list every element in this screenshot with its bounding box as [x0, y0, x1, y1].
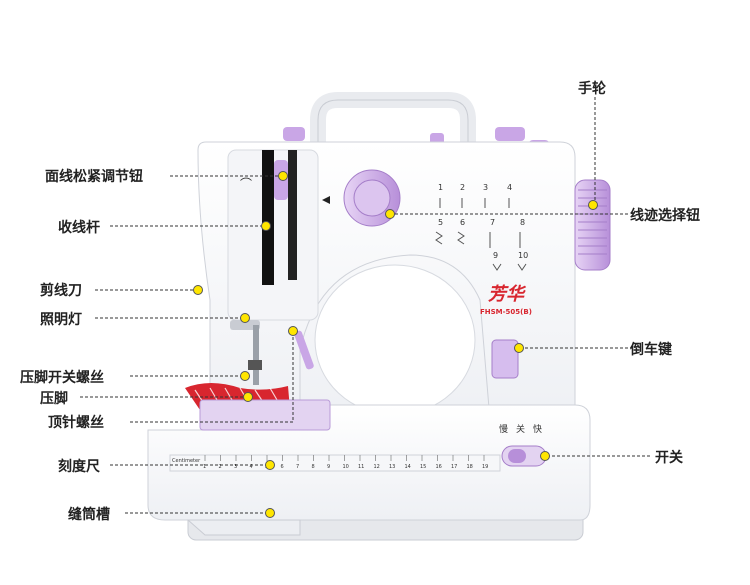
power-switch-knob[interactable] — [508, 449, 526, 463]
ruler-tick-label: 19 — [482, 464, 488, 470]
ruler-tick-label: 1 — [203, 464, 206, 470]
speed-label-off: 关 — [516, 423, 525, 435]
ruler-caption: Centimeter — [172, 458, 201, 464]
model-number: FHSM-505(B) — [480, 308, 532, 316]
arm-opening — [314, 264, 476, 416]
presser-lever[interactable] — [293, 330, 314, 370]
callout-lines — [80, 97, 650, 514]
needle-bar — [253, 325, 259, 385]
ruler-tick-label: 10 — [343, 464, 349, 470]
callout-dot-presser-switch-screw — [240, 371, 250, 381]
ruler-tick-label: 7 — [296, 464, 299, 470]
stitch-num-5: 5 — [438, 218, 443, 227]
callout-dot-light — [240, 313, 250, 323]
ruler-tick-label: 4 — [250, 464, 253, 470]
ruler-tick-label: 18 — [467, 464, 473, 470]
label-stitch-selector: 线迹选择钮 — [630, 208, 700, 224]
ruler-ticks: 12345678910111213141516171819 — [203, 455, 488, 470]
stitch-num-9: 9 — [493, 251, 498, 260]
ruler-tick-label: 2 — [219, 464, 222, 470]
label-needle-screw: 顶针螺丝 — [48, 415, 104, 431]
ruler-tick-label: 16 — [436, 464, 442, 470]
ruler-tick-label: 9 — [327, 464, 330, 470]
callout-dot-needle-screw — [288, 326, 298, 336]
ruler-tick-label: 14 — [405, 464, 411, 470]
callout-dot-presser-foot — [243, 392, 253, 402]
label-handwheel: 手轮 — [578, 81, 606, 97]
svg-text:⌒: ⌒ — [240, 177, 252, 191]
needle-bar-housing — [230, 320, 260, 330]
ruler-tick-label: 8 — [312, 464, 315, 470]
ruler-tick-label: 12 — [374, 464, 380, 470]
label-thread-cutter: 剪线刀 — [40, 283, 82, 299]
ruler-tick-label: 3 — [234, 464, 237, 470]
ruler-tick-label: 6 — [281, 464, 284, 470]
label-ruler: 刻度尺 — [58, 459, 100, 475]
label-power-switch: 开关 — [655, 450, 683, 466]
ruler-tick-label: 13 — [389, 464, 395, 470]
reverse-key[interactable] — [491, 339, 519, 379]
label-presser-switch-screw: 压脚开关螺丝 — [20, 370, 104, 386]
stitch-num-6: 6 — [460, 218, 465, 227]
ruler-tick-label: 17 — [451, 464, 457, 470]
brand-logo: 芳华 — [488, 284, 527, 305]
stitch-num-4: 4 — [507, 183, 512, 192]
stitch-num-1: 1 — [438, 183, 443, 192]
label-take-up-lever: 收线杆 — [58, 220, 100, 236]
stitch-num-3: 3 — [483, 183, 488, 192]
callout-dot-ruler — [265, 460, 275, 470]
handwheel[interactable] — [574, 179, 611, 271]
stitch-num-10: 10 — [518, 251, 528, 260]
label-presser-foot: 压脚 — [40, 391, 68, 407]
label-bobbin-slot: 缝筒槽 — [68, 507, 110, 523]
label-light: 照明灯 — [40, 312, 82, 328]
ruler-tick-label: 15 — [420, 464, 426, 470]
ruler — [169, 454, 501, 472]
label-reverse-key: 倒车键 — [630, 342, 672, 358]
bobbin-slot[interactable] — [186, 519, 301, 536]
needle-plate — [199, 399, 331, 431]
callout-dot-thread-cutter — [193, 285, 203, 295]
callout-dot-bobbin-slot — [265, 508, 275, 518]
callout-dot-handwheel — [588, 200, 598, 210]
stitch-chart: 1 2 3 4 5 6 7 8 9 10 — [435, 183, 528, 271]
stitch-num-7: 7 — [490, 218, 495, 227]
callout-dot-tension-knob — [278, 171, 288, 181]
stitch-num-2: 2 — [460, 183, 465, 192]
handle-clip-left — [283, 127, 305, 141]
stitch-num-8: 8 — [520, 218, 525, 227]
callout-dot-power-switch — [540, 451, 550, 461]
thread-slot — [262, 150, 274, 285]
label-tension-knob: 面线松紧调节钮 — [45, 169, 143, 185]
ruler-tick-label: 11 — [358, 464, 364, 470]
callout-dot-reverse-key — [514, 343, 524, 353]
speed-label-slow: 慢 — [499, 423, 508, 435]
speed-label-fast: 快 — [533, 423, 542, 435]
callout-dot-stitch-selector — [385, 209, 395, 219]
callout-dot-take-up-lever — [261, 221, 271, 231]
